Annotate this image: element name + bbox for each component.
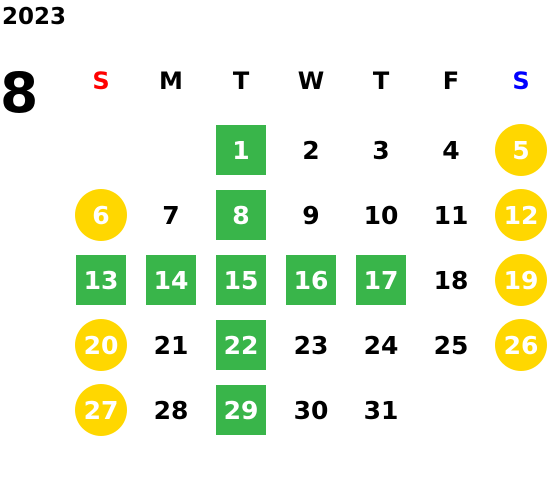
highlighted-day: 13	[76, 255, 126, 305]
day-cell[interactable]: 11	[421, 189, 481, 241]
day-cell[interactable]: 1	[211, 124, 271, 176]
highlighted-day: 8	[216, 190, 266, 240]
day-number: 3	[372, 135, 390, 165]
day-cell[interactable]: 2	[281, 124, 341, 176]
day-cell[interactable]: 20	[71, 319, 131, 371]
day-cell[interactable]: 26	[491, 319, 548, 371]
day-cell[interactable]: 18	[421, 254, 481, 306]
weekday-label: T	[232, 67, 250, 95]
day-cell[interactable]: 22	[211, 319, 271, 371]
day-number: 11	[433, 200, 469, 230]
calendar-month: 8	[0, 61, 39, 125]
highlighted-day: 17	[356, 255, 406, 305]
highlighted-day: 16	[286, 255, 336, 305]
day-cell[interactable]: 28	[141, 384, 201, 436]
day-number: 4	[442, 135, 460, 165]
day-cell[interactable]: 14	[141, 254, 201, 306]
weekday-label: S	[92, 67, 110, 95]
day-number: 21	[153, 330, 189, 360]
day-cell[interactable]: 31	[351, 384, 411, 436]
day-cell[interactable]: 30	[281, 384, 341, 436]
weekday-label: T	[372, 67, 390, 95]
day-number: 28	[153, 395, 189, 425]
day-cell[interactable]: 10	[351, 189, 411, 241]
day-cell[interactable]: 7	[141, 189, 201, 241]
holiday-day: 19	[495, 254, 547, 306]
day-cell[interactable]: 16	[281, 254, 341, 306]
holiday-day: 20	[75, 319, 127, 371]
day-cell[interactable]: 15	[211, 254, 271, 306]
weekday-label: S	[512, 67, 530, 95]
calendar-year: 2023	[2, 4, 67, 30]
day-cell[interactable]: 19	[491, 254, 548, 306]
day-number: 7	[162, 200, 180, 230]
day-cell[interactable]: 17	[351, 254, 411, 306]
day-cell[interactable]: 27	[71, 384, 131, 436]
highlighted-day: 22	[216, 320, 266, 370]
day-cell[interactable]: 23	[281, 319, 341, 371]
weekday-label: M	[159, 67, 183, 95]
holiday-day: 26	[495, 319, 547, 371]
holiday-day: 6	[75, 189, 127, 241]
day-cell[interactable]: 24	[351, 319, 411, 371]
day-cell[interactable]: 6	[71, 189, 131, 241]
holiday-day: 12	[495, 189, 547, 241]
highlighted-day: 1	[216, 125, 266, 175]
highlighted-day: 14	[146, 255, 196, 305]
highlighted-day: 15	[216, 255, 266, 305]
day-cell[interactable]: 25	[421, 319, 481, 371]
holiday-day: 27	[75, 384, 127, 436]
day-cell[interactable]: 5	[491, 124, 548, 176]
day-cell[interactable]: 9	[281, 189, 341, 241]
day-number: 24	[363, 330, 399, 360]
weekday-label: F	[442, 67, 460, 95]
day-number: 25	[433, 330, 469, 360]
highlighted-day: 29	[216, 385, 266, 435]
day-number: 9	[302, 200, 320, 230]
holiday-day: 5	[495, 124, 547, 176]
day-number: 18	[433, 265, 469, 295]
day-number: 10	[363, 200, 399, 230]
day-cell[interactable]: 4	[421, 124, 481, 176]
day-cell[interactable]: 13	[71, 254, 131, 306]
day-number: 2	[302, 135, 320, 165]
weekday-label: W	[297, 67, 325, 95]
day-number: 23	[293, 330, 329, 360]
day-cell[interactable]: 12	[491, 189, 548, 241]
day-number: 30	[293, 395, 329, 425]
day-number: 31	[363, 395, 399, 425]
day-cell[interactable]: 21	[141, 319, 201, 371]
day-cell[interactable]: 8	[211, 189, 271, 241]
day-cell[interactable]: 3	[351, 124, 411, 176]
day-cell[interactable]: 29	[211, 384, 271, 436]
